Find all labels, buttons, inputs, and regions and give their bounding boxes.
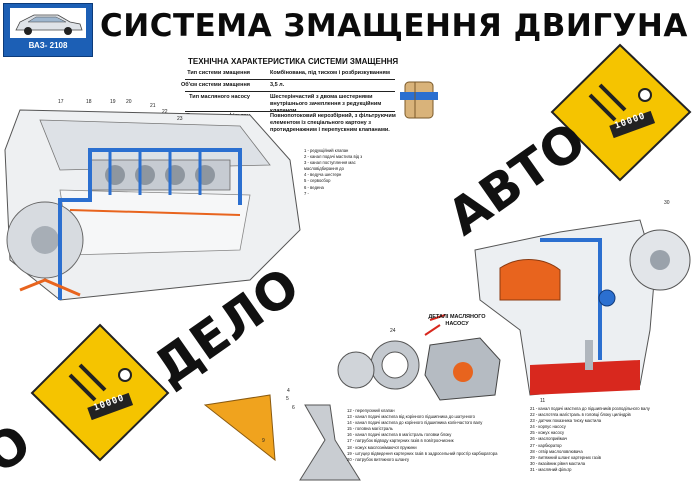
engine-cutaway <box>4 109 301 301</box>
callout-11: 11 <box>540 398 546 404</box>
legend-item: 31 - масляний фільтр <box>530 466 572 472</box>
spec-label-lubrication-type: Тип системи змащення <box>187 70 250 76</box>
spec-divider <box>185 91 395 92</box>
legend-item: 3 - канал поступлення мас <box>304 160 356 166</box>
legend-bottom-right: 21 - канал подачі мастила до підшипників… <box>530 406 650 473</box>
spec-value-lubrication-type: Комбінована, під тиском і розбризкування… <box>270 70 390 76</box>
callout-24: 24 <box>390 328 396 334</box>
sump-cutaway <box>474 219 691 396</box>
legend-item: 22 - маслотяга магістраль в головці блок… <box>530 412 631 418</box>
legend-item: 27 - карбюратор <box>530 442 562 448</box>
legend-item: 26 - маслоприймач <box>530 436 568 442</box>
legend-item: 15 - головна магістраль <box>347 426 393 432</box>
legend-item: 5 - сервосбор <box>304 178 331 184</box>
legend-item: 29 - витяжний шланг картерних газів <box>530 454 601 460</box>
spec-heading: ТЕХНІЧНА ХАРАКТЕРИСТИКА СИСТЕМИ ЗМАЩЕННЯ <box>188 57 399 66</box>
spec-value-filter-type: Повнопотоковий нерозбірний, з фільтруючи… <box>270 113 396 133</box>
legend-item: 1 - редукційний клапан <box>304 148 349 153</box>
legend-item: 24 - корпус насосу <box>530 424 566 430</box>
spec-value-volume: 3,5 л. <box>270 82 285 88</box>
callout-5: 5 <box>286 396 289 402</box>
legend-item: 12 - перепускний клапан <box>347 408 395 413</box>
spec-divider <box>185 79 395 80</box>
legend-item: 21 - канал подачі мастила до підшипників… <box>530 406 650 411</box>
legend-item: 30 - вказівник рівня мастила <box>530 460 586 466</box>
legend-item: 16 - канал подачі мастила в магістраль г… <box>347 432 452 438</box>
legend-item: 13 - канал подачі мастила від корінного … <box>347 414 475 420</box>
crank-detail <box>203 394 276 462</box>
legend-item: 18 - кожух маслознімаючої пружини <box>347 444 417 450</box>
car-badge: ВАЗ- 2108 <box>3 3 93 57</box>
callout-4: 4 <box>287 388 290 394</box>
legend-item: масловідбирання до <box>304 166 344 172</box>
page-title: СИСТЕМА ЗМАЩЕННЯ ДВИГУНА <box>100 8 688 44</box>
legend-item: 2 - канал подачі мастила від з <box>304 154 363 160</box>
filter-cutaway <box>400 81 438 119</box>
legend-item: 28 - отвір маслоловлювача <box>530 448 583 454</box>
legend-item: 4 - ведуча шестерн <box>304 172 342 178</box>
legend-item: 20 - патрубок витяжного шлангу <box>347 456 410 462</box>
legend-item: 7 - <box>304 190 309 196</box>
auto-sign-bottom <box>30 323 170 462</box>
pump-parts <box>299 314 501 481</box>
callout-19: 19 <box>110 99 116 105</box>
callout-6: 6 <box>292 405 295 411</box>
callout-21: 21 <box>150 103 156 109</box>
car-model-label: ВАЗ- 2108 <box>28 41 68 50</box>
car-icon <box>10 8 86 38</box>
auto-sign-top <box>550 43 692 182</box>
legend-item: 23 - датчик показника тиску мастила <box>530 418 602 424</box>
callout-9: 9 <box>262 438 265 444</box>
callout-30: 30 <box>664 200 670 206</box>
legend-item: 25 - кожух насосу <box>530 430 565 436</box>
pump-details-label: ДЕТАЛІ МАСЛЯНОГО НАСОСУ <box>428 314 486 327</box>
legend-left: 1 - редукційний клапан 2 - канал подачі … <box>304 148 362 197</box>
spec-label-pump-type: Тип масляного насосу <box>189 94 250 100</box>
callout-22: 22 <box>162 109 168 115</box>
legend-item: 19 - штуцер відведення картерних газів в… <box>347 450 498 456</box>
legend-bottom-mid: 12 - перепускний клапан 13 - канал подач… <box>347 408 497 463</box>
spec-divider <box>185 111 395 112</box>
callout-23: 23 <box>177 116 183 122</box>
spec-label-volume: Об'єм системи змащення <box>181 82 250 88</box>
legend-item: 17 - патрубок відводу картерних газів в … <box>347 438 454 444</box>
callout-17: 17 <box>58 99 64 105</box>
legend-item: 6 - ведена <box>304 184 324 190</box>
callout-18: 18 <box>86 99 92 105</box>
legend-item: 14 - канал подачі мастила до корінного п… <box>347 420 483 426</box>
callout-20: 20 <box>126 99 132 105</box>
